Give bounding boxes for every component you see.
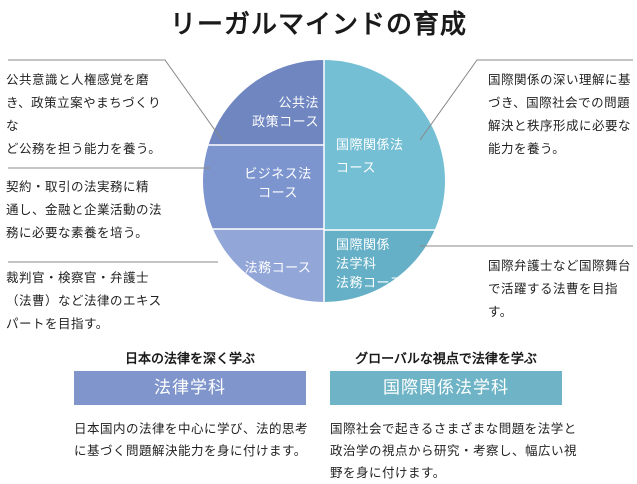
desc-line: 国際弁護士など国際舞台: [488, 258, 632, 273]
dept-text-line: に基づく問題解決能力を身に付けます。: [74, 443, 307, 458]
course-intl-law-line1: 国際関係: [336, 238, 391, 253]
desc-line: 能力を養う。: [488, 141, 566, 156]
law-dept-heading: 日本の法律を深く学ぶ: [124, 352, 255, 367]
desc-line: 務に必要な素養を培う。: [6, 225, 149, 240]
course-business-line2: コース: [258, 186, 298, 201]
leader-line-public-policy: [8, 59, 223, 141]
intl-dept-box: 国際関係法学科: [330, 371, 562, 405]
desc-line: で活躍する法曹を目指す。: [488, 281, 619, 319]
course-intl-relations-line1: 国際関係法: [336, 138, 404, 153]
description-intl-law: 国際弁護士など国際舞台 で活躍する法曹を目指す。: [488, 254, 636, 323]
description-business: 契約・取引の法実務に精 通し、金融と企業活動の法 務に必要な素養を培う。: [6, 175, 166, 244]
desc-line: き、政策立案やまちづくりな: [6, 95, 162, 133]
desc-line: 通し、金融と企業活動の法: [6, 202, 163, 217]
course-intl-law-line2: 法学科: [336, 257, 377, 272]
course-business: ビジネス法 コース: [235, 165, 321, 203]
intl-dept-description: 国際社会で起きるさまざまな問題を法学と 政治学の視点から研究・考察し、幅広い視 …: [330, 418, 600, 484]
desc-line: 国際関係の深い理解に基: [488, 72, 632, 87]
dept-text-line: 政治学の視点から研究・考察し、幅広い視: [330, 443, 578, 458]
law-dept-description: 日本国内の法律を中心に学び、法的思考 に基づく問題解決能力を身に付けます。: [74, 418, 324, 462]
dept-text-line: 日本国内の法律を中心に学び、法的思考: [74, 421, 309, 436]
description-legal-practice: 裁判官・検察官・弁護士 （法曹）など法律のエキス パートを目指す。: [6, 266, 166, 335]
desc-line: 裁判官・検察官・弁護士: [6, 270, 150, 285]
description-public-policy: 公共意識と人権感覚を磨 き、政策立案やまちづくりな ど公務を担う能力を養う。: [6, 68, 166, 160]
dept-text-line: 国際社会で起きるさまざまな問題を法学と: [330, 421, 577, 436]
desc-line: づき、国際社会での問題: [488, 95, 631, 110]
course-legal-practice: 法務コース: [230, 259, 326, 278]
course-legal-practice-line1: 法務コース: [244, 261, 312, 276]
course-intl-relations: 国際関係法 コース: [336, 136, 436, 178]
segment-business: [203, 145, 324, 229]
course-public-policy: 公共法 政策コース: [245, 94, 331, 132]
desc-line: 解決と秩序形成に必要な: [488, 118, 632, 133]
desc-line: ど公務を担う能力を養う。: [6, 141, 162, 156]
course-intl-law-line3: 法務コース: [336, 276, 403, 291]
desc-line: （法曹）など法律のエキス: [6, 293, 162, 308]
course-public-policy-line1: 公共法: [278, 96, 319, 111]
course-public-policy-line2: 政策コース: [252, 115, 319, 130]
law-dept-box: 法律学科: [74, 371, 306, 405]
intl-dept-heading: グローバルな視点で法律を学ぶ: [355, 352, 537, 367]
desc-line: 契約・取引の法実務に精: [6, 179, 150, 194]
course-intl-relations-line2: コース: [336, 161, 376, 176]
course-intl-law: 国際関係 法学科 法務コース: [336, 236, 436, 293]
description-intl-relations: 国際関係の深い理解に基 づき、国際社会での問題 解決と秩序形成に必要な 能力を養…: [488, 68, 636, 160]
leader-line-intl-relations: [419, 59, 633, 141]
desc-line: パートを目指す。: [6, 316, 109, 331]
dept-text-line: 野を身に付けます。: [330, 465, 446, 480]
desc-line: 公共意識と人権感覚を磨: [6, 72, 150, 87]
course-business-line1: ビジネス法: [244, 167, 312, 182]
page-title: リーガルマインドの育成: [169, 10, 467, 40]
